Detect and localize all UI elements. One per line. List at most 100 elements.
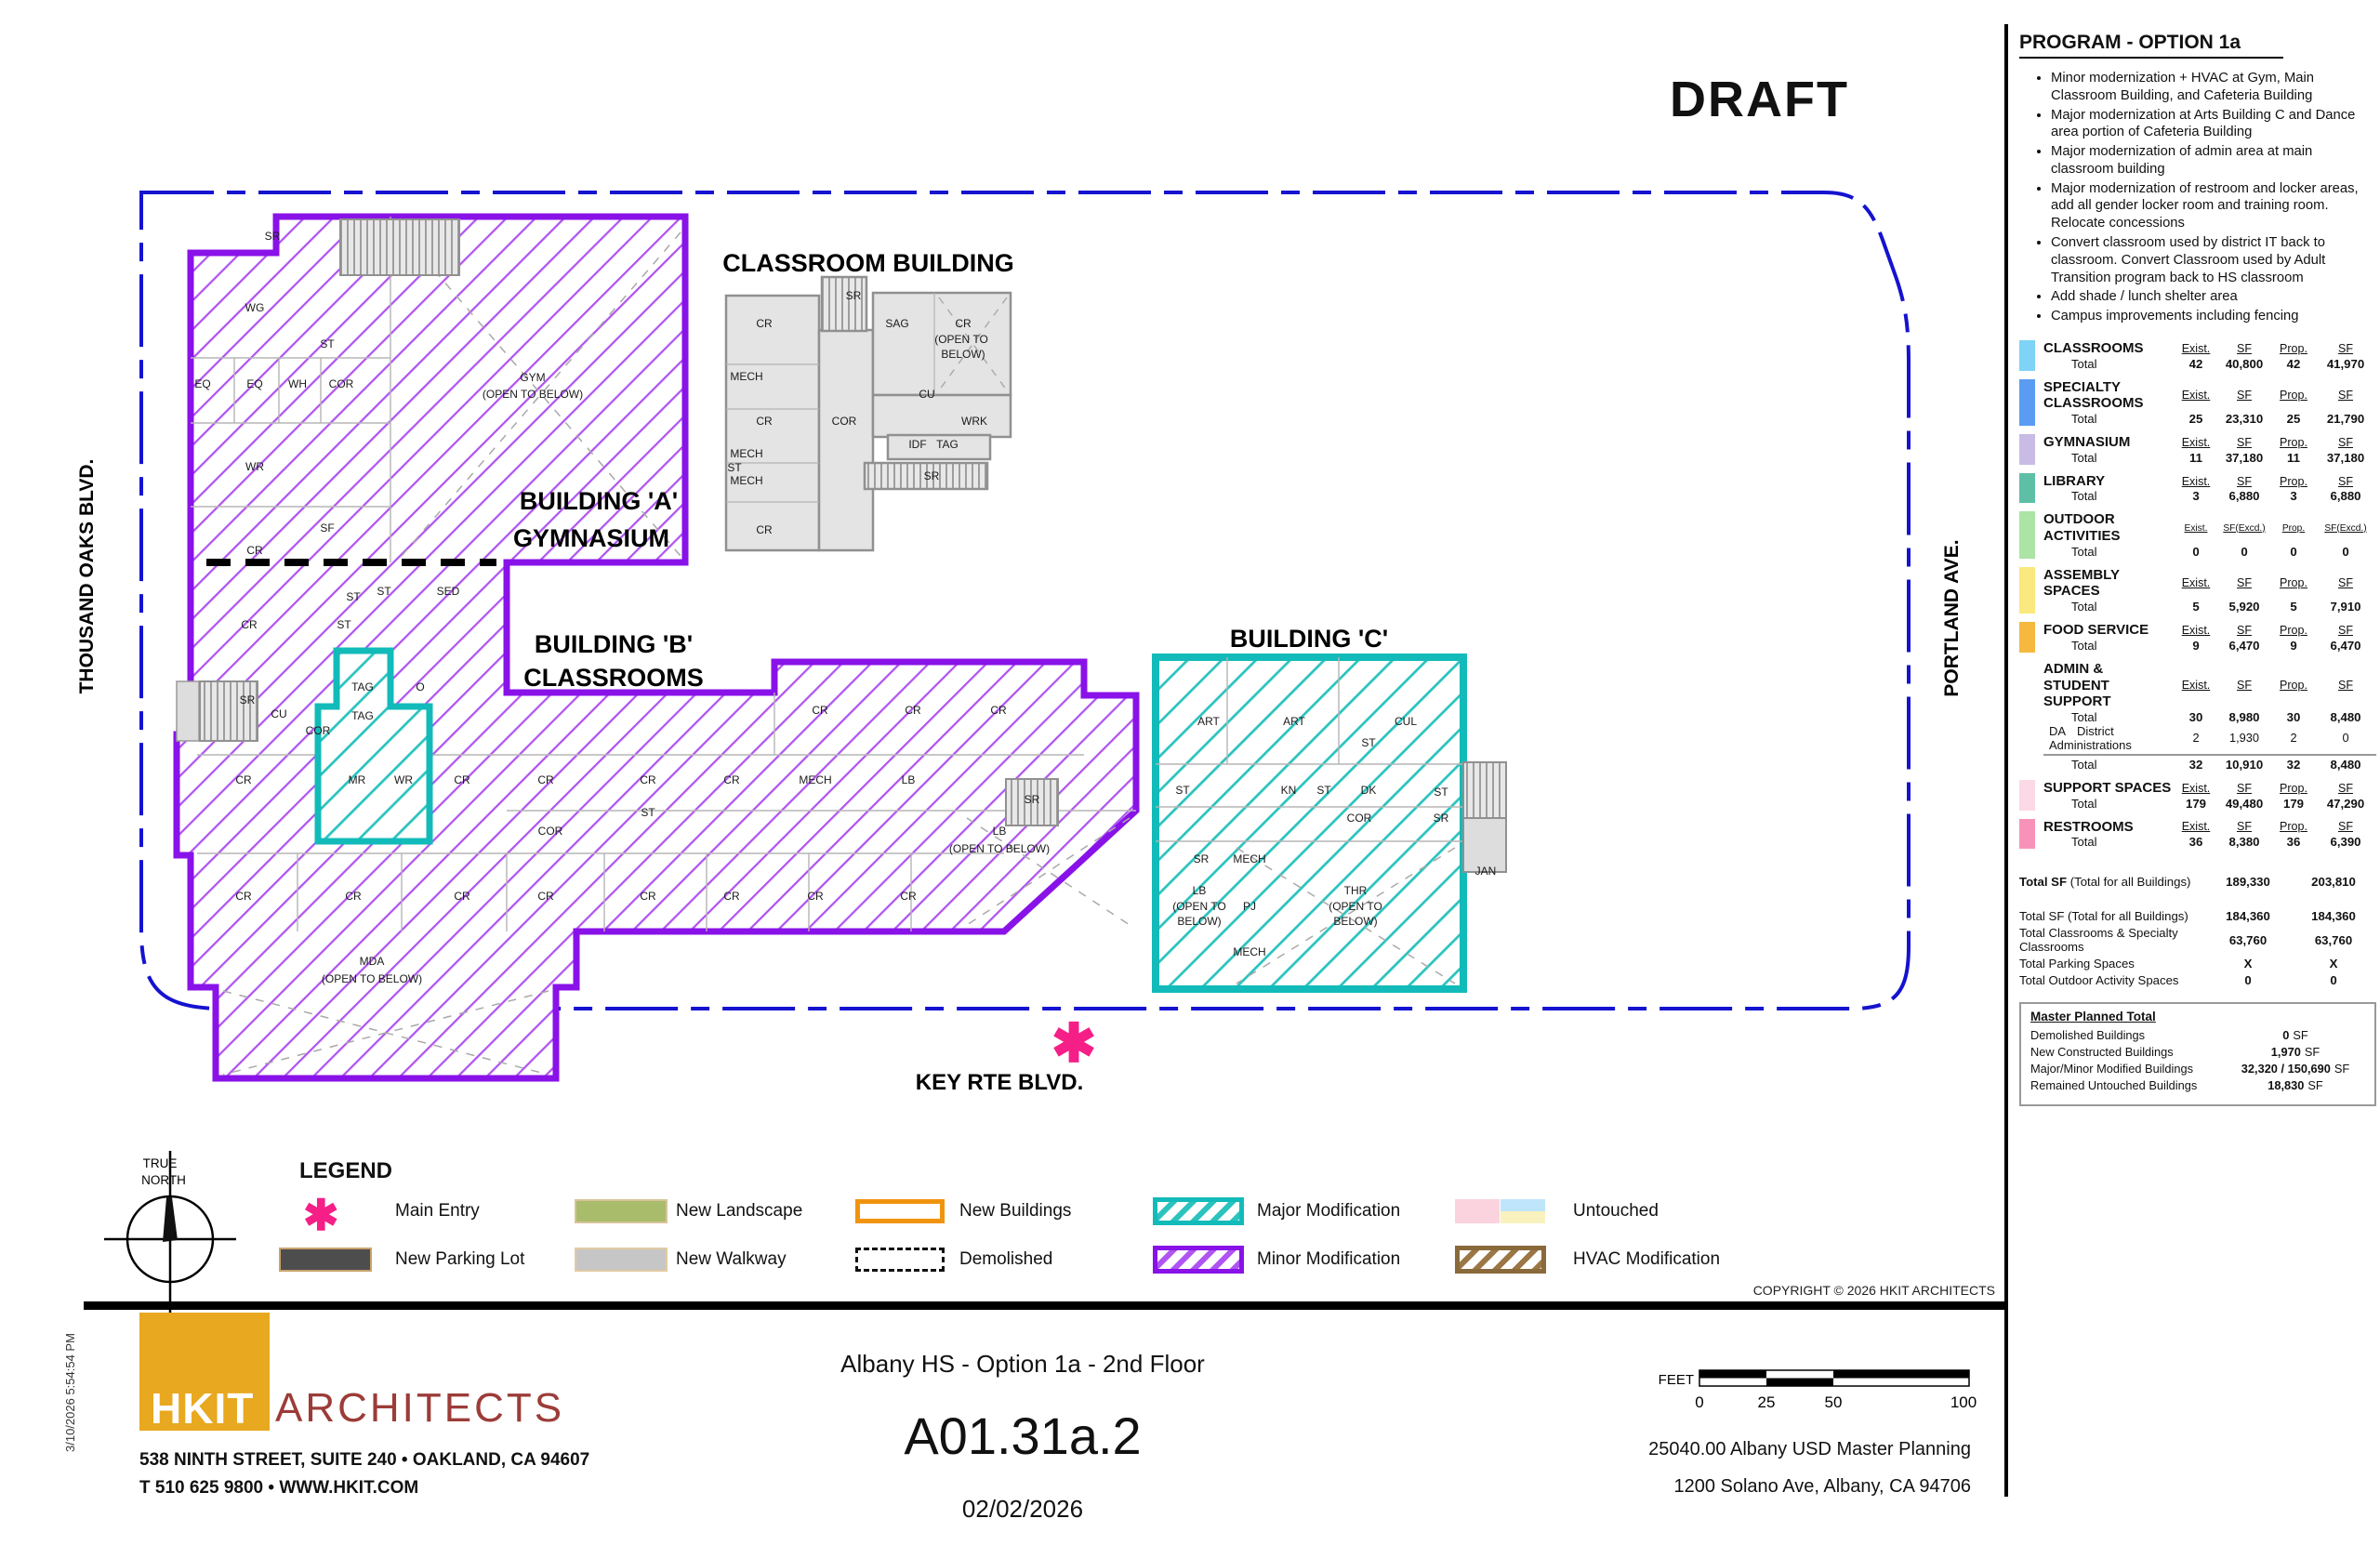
cell: 47,290 — [2326, 796, 2365, 811]
category-name-line2: STUDENT SUPPORT — [2043, 677, 2111, 710]
room-label: SR — [1025, 793, 1040, 806]
col-header: Exist. — [2181, 781, 2211, 795]
summary-value: 203,810 — [2311, 875, 2356, 890]
category-color-swatch — [2019, 779, 2035, 811]
master-title: Master Planned Total — [2030, 1010, 2156, 1024]
room-label: MECH — [1233, 945, 1265, 958]
street-label-key-rte: KEY RTE BLVD. — [916, 1070, 1083, 1095]
category-name: RESTROOMS — [2043, 818, 2134, 835]
room-label: CUL — [1395, 715, 1417, 728]
room-label: ST — [320, 337, 335, 350]
hvac-mod-swatch — [1455, 1246, 1546, 1274]
cell: 25 — [2286, 412, 2301, 426]
cell: 179 — [2282, 796, 2304, 811]
room-label: EQ — [246, 377, 262, 390]
category-color-swatch — [2019, 339, 2035, 371]
room-label: CR — [900, 890, 917, 903]
cell: 30 — [2286, 709, 2301, 724]
category-name-line2: CLASSROOMS — [2043, 395, 2144, 412]
room-label: ST — [337, 618, 351, 631]
room-label: CR — [756, 523, 773, 536]
sheet-title: Albany HS - Option 1a - 2nd Floor — [840, 1350, 1205, 1378]
col-header: SF — [2338, 820, 2353, 834]
cell: 2 — [2192, 731, 2200, 746]
summary-row: Total Outdoor Activity Spaces 0 0 — [2019, 973, 2376, 987]
room-label: MR — [349, 773, 366, 786]
col-header: SF — [2338, 781, 2353, 795]
cell: 0 — [2290, 544, 2297, 559]
room-label: BELOW) — [941, 348, 985, 361]
cell: 6,470 — [2330, 638, 2361, 653]
summary-value: 63,760 — [2314, 932, 2353, 947]
classroom-building-rooms: CR MECH CR MECH ST MECH CR SR COR SAG CR… — [727, 289, 987, 536]
building-c-outline — [1152, 654, 1467, 993]
untouched-swatch-split — [1501, 1199, 1545, 1223]
col-header: SF — [2237, 435, 2252, 449]
col-header: SF — [2237, 341, 2252, 355]
category-color-swatch — [2019, 566, 2035, 614]
scale-tick: 0 — [1695, 1393, 1703, 1411]
col-header: SF — [2338, 474, 2353, 488]
cell: 36 — [2188, 835, 2203, 850]
row-label: Total — [2071, 489, 2097, 504]
legend-label-untouched: Untouched — [1573, 1201, 1659, 1221]
north-arrow-icon — [104, 1151, 236, 1331]
cell: 179 — [2185, 796, 2206, 811]
cell: 9 — [2290, 638, 2297, 653]
cell: 6,880 — [2330, 489, 2361, 504]
major-mod-swatch — [1153, 1197, 1244, 1225]
cell: 1,930 — [2228, 731, 2260, 746]
cell: 49,480 — [2225, 796, 2264, 811]
room-label: LB — [1193, 884, 1207, 897]
scale-unit-label: FEET — [1659, 1372, 1694, 1388]
summary-value: 189,330 — [2226, 875, 2270, 890]
legend-label-hvac-mod: HVAC Modification — [1573, 1249, 1721, 1269]
classroom-building-title: CLASSROOM BUILDING — [722, 249, 1014, 277]
street-label-thousand-oaks: THOUSAND OAKS BLVD. — [76, 459, 98, 694]
category-name: FOOD SERVICE — [2043, 622, 2149, 639]
col-header: Prop. — [2280, 341, 2307, 355]
col-header: Exist. — [2184, 522, 2208, 534]
room-label: TAG — [351, 709, 374, 722]
room-label: MECH — [730, 474, 762, 487]
untouched-swatch-pink — [1455, 1199, 1500, 1223]
room-label: ART — [1283, 715, 1305, 728]
col-header: Exist. — [2181, 474, 2211, 488]
room-label: CR — [756, 317, 773, 330]
legend-title: LEGEND — [299, 1158, 393, 1183]
room-label: ST — [377, 585, 391, 598]
building-b-major-mod-area — [314, 647, 433, 845]
room-label: (OPEN TO — [1329, 900, 1382, 913]
cell: 5,920 — [2228, 600, 2260, 614]
project-number-name: 25040.00 Albany USD Master Planning — [1648, 1439, 1971, 1459]
room-label: SF — [320, 522, 334, 535]
cell: 11 — [2189, 450, 2202, 465]
main-entry-legend-icon: ✱ — [303, 1191, 339, 1239]
scale-tick: 50 — [1825, 1393, 1843, 1411]
row-label: Total — [2071, 600, 2097, 614]
col-header: Prop. — [2280, 389, 2307, 403]
room-label: (OPEN TO — [934, 333, 988, 346]
property-boundary-line — [139, 191, 1911, 1010]
building-a-title-line1: BUILDING 'A' — [520, 487, 678, 515]
room-label: ART — [1197, 715, 1220, 728]
building-a-rooms: SR WG ST EQ EQ WH COR GYM (OPEN TO BELOW… — [194, 230, 583, 557]
row-label: Total — [2071, 757, 2097, 772]
col-header: SF — [2338, 679, 2353, 693]
category-name: GYMNASIUM — [2043, 434, 2131, 450]
cell: 0 — [2241, 544, 2248, 559]
program-bullet-list: Minor modernization + HVAC at Gym, Main … — [2019, 70, 2376, 325]
program-bullet: Major modernization of admin area at mai… — [2051, 143, 2376, 178]
room-label: WH — [288, 377, 307, 390]
room-label: ST — [346, 590, 361, 603]
program-bullet: Add shade / lunch shelter area — [2051, 288, 2376, 306]
cell: 10,910 — [2225, 757, 2264, 772]
classroom-building-shapes — [724, 275, 1012, 552]
room-label: (OPEN TO — [1172, 900, 1226, 913]
